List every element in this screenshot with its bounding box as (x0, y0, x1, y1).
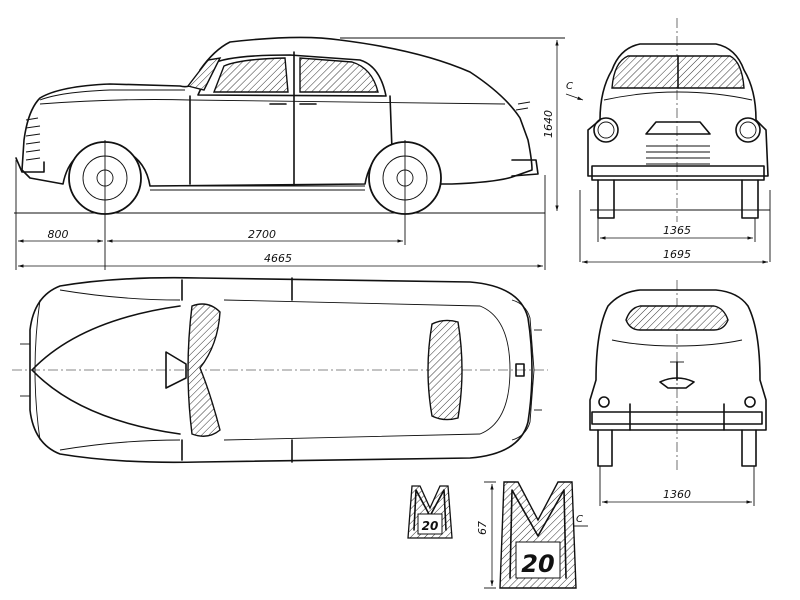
overall-width-dim: 1695 (663, 248, 691, 261)
section-marker-front: C (566, 81, 573, 92)
emblem-large: 20 67 C (476, 481, 588, 589)
side-view (14, 36, 545, 270)
emblem-small-text: 20 (422, 519, 439, 533)
front-track-dim: 1365 (663, 224, 691, 237)
emblem-height-dim: 67 (476, 521, 489, 535)
front-overhang-dim: 800 (48, 228, 69, 241)
emblem-small: 20 (407, 485, 453, 539)
front-view: 1365 1695 C (565, 18, 771, 264)
side-dimensions: 800 2700 4665 1640 (15, 37, 565, 270)
section-marker-emblem: C (576, 514, 583, 525)
wheelbase-dim: 2700 (248, 228, 276, 241)
rear-track-dim: 1360 (663, 488, 691, 501)
rear-view: 1360 (589, 280, 767, 506)
top-view (12, 276, 548, 464)
emblem-large-text: 20 (521, 550, 554, 578)
overall-length-dim: 4665 (264, 252, 292, 265)
height-dim: 1640 (542, 110, 555, 138)
